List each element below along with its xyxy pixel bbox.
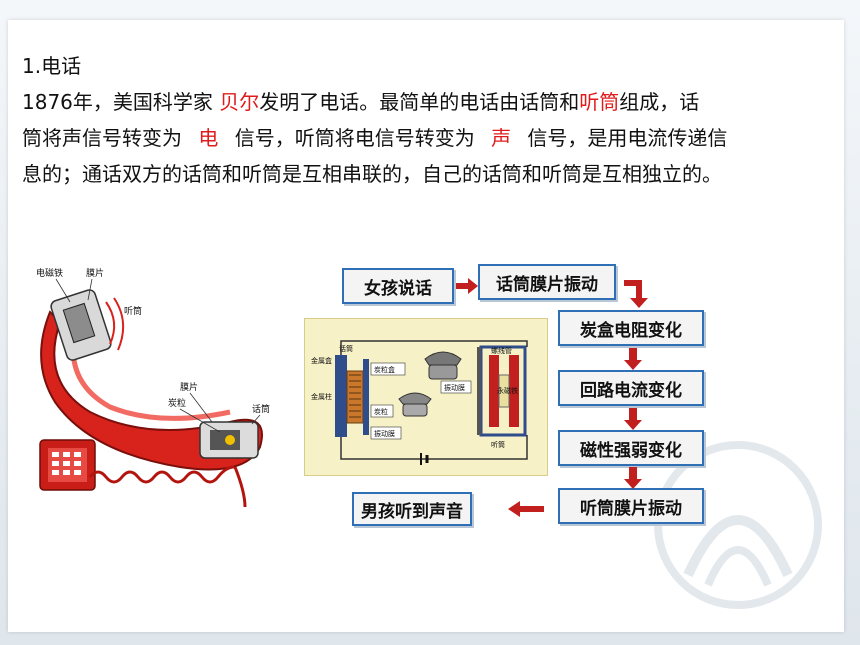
flow-box-magnetism: 磁性强弱变化 — [558, 430, 704, 466]
section-heading: 1.电话 — [22, 54, 82, 78]
text-segment: 信号，是用电流传递信 — [521, 126, 728, 150]
answer-blank-2: 声 — [491, 126, 512, 150]
text-segment: 发明了电话。最简单的电话由话筒和 — [259, 90, 580, 114]
circuit-label-carbon-box: 炭粒盒 — [374, 365, 395, 374]
flow-box-resistance: 炭盒电阻变化 — [558, 310, 704, 346]
inventor-name: 贝尔 — [219, 90, 260, 114]
text-segment: 筒将声信号转变为 — [22, 126, 189, 150]
left-arrow-icon — [508, 501, 544, 517]
down-arrow-icon — [624, 467, 642, 489]
circuit-label-mic: 话筒 — [339, 344, 353, 353]
circuit-label-receiver-film: 振动膜 — [444, 383, 465, 392]
label-electromagnet: 电磁铁 — [36, 267, 63, 279]
down-arrow-icon — [624, 408, 642, 430]
circuit-label-carbon: 炭粒 — [374, 407, 388, 416]
elbow-arrow-icon — [624, 280, 648, 308]
circuit-diagram: 话筒 金属盒 炭粒盒 金属柱 炭粒 振动膜 振动膜 螺线管 永磁铁 听筒 — [304, 318, 548, 476]
label-diaphragm-top: 膜片 — [86, 267, 104, 279]
text-line-1: 1876年，美国科学家 贝尔发明了电话。最简单的电话由话筒和听筒组成，话 — [22, 84, 842, 120]
circuit-label-vibrating-film: 振动膜 — [374, 429, 395, 438]
flow-box-receiver-film: 听筒膜片振动 — [558, 488, 704, 524]
circuit-label-magnet: 永磁铁 — [497, 386, 518, 395]
circuit-label-metal-rod: 金属柱 — [311, 392, 332, 401]
circuit-label-receiver: 听筒 — [491, 440, 505, 449]
receiver-term: 听筒 — [579, 90, 620, 114]
text-line-2: 筒将声信号转变为 电 信号，听筒将电信号转变为 声 信号，是用电流传递信 — [22, 120, 842, 156]
label-carbon-granules: 炭粒 — [168, 397, 186, 409]
down-arrow-icon — [624, 348, 642, 370]
label-diaphragm-bottom: 膜片 — [180, 381, 198, 393]
answer-blank-1: 电 — [198, 126, 219, 150]
text-segment: 组成，话 — [619, 90, 700, 114]
label-mouthpiece: 话筒 — [252, 403, 270, 415]
intro-text: 1.电话 1876年，美国科学家 贝尔发明了电话。最简单的电话由话筒和听筒组成，… — [22, 48, 842, 192]
flow-box-boy-hears: 男孩听到声音 — [352, 492, 472, 526]
text-segment: 信号，听筒将电信号转变为 — [228, 126, 482, 150]
label-earpiece: 听筒 — [124, 305, 142, 317]
text-line-3: 息的；通话双方的话筒和听筒是互相串联的，自己的话筒和听筒是互相独立的。 — [22, 162, 722, 186]
circuit-label-coil: 螺线管 — [491, 346, 512, 355]
telephone-illustration: 电磁铁 膜片 听筒 膜片 炭粒 话筒 — [36, 267, 270, 508]
flow-box-girl-speaks: 女孩说话 — [342, 268, 454, 304]
flow-box-mic-film: 话筒膜片振动 — [478, 264, 616, 300]
text-segment: 1876年，美国科学家 — [22, 90, 220, 114]
circuit-label-metal-plate: 金属盒 — [311, 356, 332, 365]
watermark-logo — [654, 441, 822, 609]
flow-box-current: 回路电流变化 — [558, 370, 704, 406]
right-arrow-icon — [456, 278, 478, 294]
